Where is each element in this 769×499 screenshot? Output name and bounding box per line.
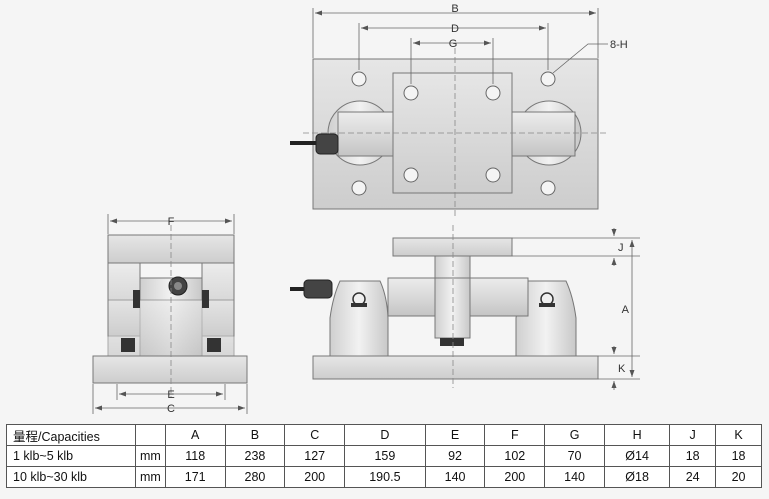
spec-table: 量程/Capacities A B C D E F G H J K 1 klb~…	[6, 424, 762, 488]
dim-label-K: K	[618, 363, 626, 375]
cell-D: 159	[344, 445, 426, 467]
cell-K: 20	[715, 466, 762, 488]
dim-label-B: B	[451, 3, 458, 15]
cell-J: 18	[669, 445, 717, 467]
cell-F: 102	[484, 445, 546, 467]
cell-A: 118	[164, 445, 226, 467]
technical-drawing: B D G 8-H F E C	[92, 3, 640, 415]
dim-label-E: E	[167, 389, 174, 401]
spec-header-row: 量程/Capacities A B C D E F G H J K	[6, 424, 762, 446]
header-col-D: D	[344, 424, 426, 446]
header-col-A: A	[164, 424, 226, 446]
dim-label-H: 8-H	[610, 39, 628, 51]
dim-label-J: J	[618, 242, 624, 254]
cell-E: 92	[424, 445, 486, 467]
dim-label-D: D	[451, 23, 459, 35]
front-top-stem	[434, 255, 471, 279]
front-view: J A K	[290, 225, 640, 390]
header-col-J: J	[669, 424, 717, 446]
front-connector	[303, 279, 333, 299]
cell-K: 18	[715, 445, 762, 467]
dim-label-G: G	[449, 38, 458, 50]
row-capacity: 1 klb~5 klb	[6, 445, 136, 467]
cell-G: 70	[544, 445, 605, 467]
row-unit: mm	[135, 445, 166, 467]
dim-label-F: F	[168, 216, 175, 228]
end-view: F E C	[92, 214, 248, 415]
front-top-plate	[392, 237, 513, 257]
row-capacity: 10 klb~30 klb	[6, 466, 136, 488]
row-unit: mm	[135, 466, 166, 488]
cell-H: Ø14	[603, 445, 671, 467]
cell-B: 238	[224, 445, 286, 467]
front-center-block	[434, 277, 471, 339]
front-base-plate	[312, 355, 599, 380]
cell-E: 140	[424, 466, 486, 488]
header-capacities: 量程/Capacities	[6, 424, 136, 446]
header-col-B: B	[224, 424, 286, 446]
cell-C: 200	[284, 466, 346, 488]
top-plate-holes	[403, 85, 501, 183]
header-unit	[135, 424, 166, 446]
dim-label-C: C	[167, 403, 175, 415]
cell-D: 190.5	[344, 466, 426, 488]
header-col-C: C	[284, 424, 346, 446]
cell-J: 24	[669, 466, 717, 488]
cell-G: 140	[544, 466, 605, 488]
header-col-G: G	[544, 424, 605, 446]
cell-A: 171	[164, 466, 226, 488]
table-row: 1 klb~5 klb mm 118 238 127 159 92 102 70…	[6, 445, 762, 467]
header-col-E: E	[424, 424, 486, 446]
cell-B: 280	[224, 466, 286, 488]
header-col-H: H	[603, 424, 671, 446]
header-col-F: F	[484, 424, 546, 446]
cell-F: 200	[484, 466, 546, 488]
end-base-plate	[92, 355, 248, 384]
header-col-K: K	[715, 424, 762, 446]
base-holes	[351, 71, 556, 196]
cell-H: Ø18	[603, 466, 671, 488]
table-row: 10 klb~30 klb mm 171 280 200 190.5 140 2…	[6, 466, 762, 488]
cell-C: 127	[284, 445, 346, 467]
top-connector	[315, 133, 339, 155]
top-view: B D G 8-H	[290, 3, 628, 218]
dim-label-A: A	[622, 304, 630, 316]
